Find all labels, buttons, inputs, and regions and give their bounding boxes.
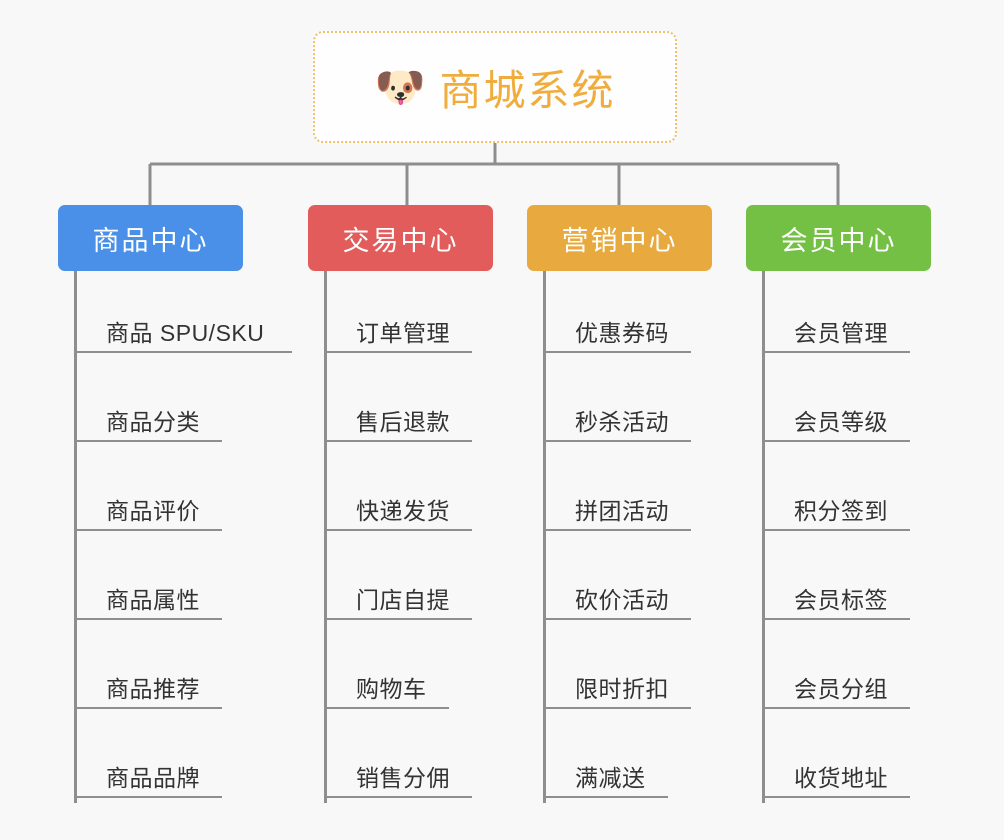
leaf-label: 收货地址 xyxy=(794,765,888,791)
leaf-label: 限时折扣 xyxy=(575,676,669,702)
branch-member-center: 会员中心 会员管理 会员等级 积分签到 会员标签 会员分组 xyxy=(746,205,931,803)
leaf-trunk xyxy=(543,271,546,803)
branch-product-center: 商品中心 商品 SPU/SKU 商品分类 商品评价 商品属性 商品推荐 xyxy=(58,205,292,803)
leaf-underline xyxy=(762,351,910,353)
leaf-label: 会员管理 xyxy=(794,320,888,346)
leaf-underline xyxy=(74,707,222,709)
leaf-label: 拼团活动 xyxy=(575,498,669,524)
leaf-underline xyxy=(762,707,910,709)
leaf-label: 商品 SPU/SKU xyxy=(106,320,265,346)
leaf-underline xyxy=(543,707,691,709)
leaf-label: 积分签到 xyxy=(794,498,888,524)
leaf-label: 订单管理 xyxy=(356,320,450,346)
branch-title: 会员中心 xyxy=(780,225,897,256)
leaf-underline xyxy=(324,351,472,353)
leaf-label: 砍价活动 xyxy=(575,587,669,613)
leaf-trunk xyxy=(324,271,327,803)
root-node[interactable]: 🐶 商城系统 xyxy=(313,31,677,143)
leaf-underline xyxy=(543,440,691,442)
leaf-label: 快递发货 xyxy=(356,498,450,524)
leaf-underline xyxy=(543,529,691,531)
leaf-underline xyxy=(324,440,472,442)
branch-header-trade-center[interactable]: 交易中心 xyxy=(308,205,493,271)
leaf-underline xyxy=(762,618,910,620)
leaf-trunk xyxy=(74,271,77,803)
leaf-label: 购物车 xyxy=(356,676,427,702)
branch-header-product-center[interactable]: 商品中心 xyxy=(58,205,243,271)
branch-marketing-center: 营销中心 优惠券码 秒杀活动 拼团活动 砍价活动 限时折扣 xyxy=(527,205,712,803)
leaf-underline xyxy=(74,618,222,620)
leaf-label: 秒杀活动 xyxy=(575,409,669,435)
leaf-label: 门店自提 xyxy=(356,587,450,613)
leaf-underline xyxy=(74,529,222,531)
leaf-underline xyxy=(543,796,668,798)
leaf-label: 销售分佣 xyxy=(356,765,450,791)
branch-header-marketing-center[interactable]: 营销中心 xyxy=(527,205,712,271)
leaf-label: 会员等级 xyxy=(794,409,888,435)
leaf-underline xyxy=(543,351,691,353)
leaf-label: 商品分类 xyxy=(106,409,200,435)
branch-header-member-center[interactable]: 会员中心 xyxy=(746,205,931,271)
leaf-label: 商品推荐 xyxy=(106,676,200,702)
leaf-underline xyxy=(762,440,910,442)
leaf-underline xyxy=(74,440,222,442)
leaf-trunk xyxy=(762,271,765,803)
leaf-underline xyxy=(543,618,691,620)
branch-title: 商品中心 xyxy=(92,225,209,256)
leaf-underline xyxy=(324,707,449,709)
leaf-label: 会员标签 xyxy=(794,587,888,613)
leaf-label: 优惠券码 xyxy=(575,320,669,346)
leaf-underline xyxy=(762,796,910,798)
leaf-label: 售后退款 xyxy=(356,409,450,435)
leaf-underline xyxy=(762,529,910,531)
branch-trade-center: 交易中心 订单管理 售后退款 快递发货 门店自提 购物车 xyxy=(308,205,493,803)
leaf-label: 商品属性 xyxy=(106,587,200,613)
leaf-underline xyxy=(324,796,472,798)
branch-title: 营销中心 xyxy=(561,225,678,256)
leaf-label: 商品品牌 xyxy=(106,765,200,791)
leaf-underline xyxy=(74,796,222,798)
branch-title: 交易中心 xyxy=(342,225,459,256)
leaf-underline xyxy=(324,529,472,531)
leaf-label: 商品评价 xyxy=(106,498,200,524)
leaf-label: 满减送 xyxy=(575,765,646,791)
leaf-label: 会员分组 xyxy=(794,676,888,702)
dog-face-icon: 🐶 xyxy=(374,63,426,110)
page-title: 商城系统 xyxy=(439,66,616,114)
leaf-underline xyxy=(74,351,292,353)
leaf-underline xyxy=(324,618,472,620)
